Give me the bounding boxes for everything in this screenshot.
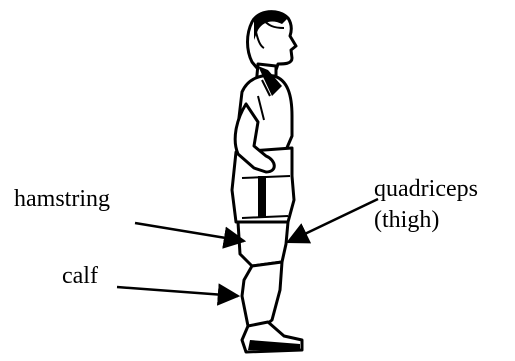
thigh-label: (thigh) bbox=[374, 207, 439, 233]
calf-arrow bbox=[117, 287, 238, 296]
quadriceps-arrow bbox=[288, 199, 378, 242]
calf-label: calf bbox=[62, 263, 98, 289]
lower-leg bbox=[242, 262, 282, 328]
hamstring-arrow bbox=[135, 223, 244, 241]
quadriceps-label: quadriceps bbox=[374, 176, 478, 202]
hamstring-label: hamstring bbox=[14, 186, 110, 212]
thigh bbox=[238, 222, 288, 266]
